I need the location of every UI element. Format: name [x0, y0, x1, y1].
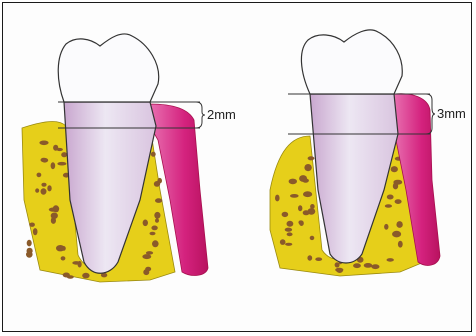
right-tooth-crown — [301, 30, 402, 94]
bone-pore — [27, 240, 32, 247]
bone-pore — [275, 195, 280, 202]
left-tooth-crown — [58, 34, 158, 102]
bone-pore — [287, 232, 293, 236]
bone-pore — [371, 264, 379, 269]
bone-pore — [41, 188, 47, 194]
bone-pore — [61, 152, 67, 157]
bone-pore — [310, 236, 315, 240]
bone-pore — [26, 251, 33, 257]
bone-pore — [51, 213, 58, 219]
bone-pore — [353, 263, 361, 268]
right-measurement-label: 3mm — [437, 106, 466, 121]
bone-pore — [155, 198, 162, 203]
bone-pore — [63, 273, 70, 278]
bone-pore — [395, 199, 402, 204]
left-tooth-diagram: 2mm — [22, 34, 236, 282]
bone-pore — [298, 205, 302, 211]
bone-pore — [307, 255, 312, 260]
bone-pore — [47, 185, 51, 191]
bone-pore — [151, 152, 156, 157]
bone-pore — [151, 226, 157, 231]
bone-pore — [299, 175, 307, 182]
bone-pore — [145, 267, 151, 272]
bone-pore — [78, 261, 82, 268]
bone-pore — [150, 232, 156, 235]
bone-pore — [41, 183, 46, 187]
bone-pore — [82, 273, 89, 279]
bone-pore — [391, 166, 398, 172]
bone-pore — [51, 162, 56, 169]
bone-pore — [143, 220, 148, 227]
bone-pore — [308, 208, 316, 215]
bone-pore — [396, 221, 402, 228]
bone-pore — [289, 179, 297, 185]
bone-pore — [308, 156, 315, 160]
bone-pore — [299, 220, 304, 226]
bone-pore — [39, 141, 48, 146]
bone-pore — [285, 243, 292, 246]
bone-pore — [154, 212, 160, 219]
bone-pore — [385, 204, 392, 208]
bone-pore — [33, 228, 38, 235]
right-tooth-diagram: 3mm — [270, 30, 466, 276]
bone-pore — [364, 263, 373, 268]
bone-pore — [29, 223, 35, 227]
bone-pore — [155, 218, 159, 222]
left-measurement-bracket — [196, 102, 205, 128]
bone-pore — [37, 173, 42, 178]
bone-pore — [287, 221, 294, 227]
bone-pore — [335, 262, 340, 267]
bone-pore — [142, 254, 151, 259]
bone-pore — [398, 241, 403, 248]
bone-pore — [392, 231, 401, 238]
bone-pore — [157, 178, 162, 184]
bone-pore — [387, 258, 394, 262]
bone-pore — [41, 158, 48, 163]
bone-pore — [57, 148, 63, 151]
bone-pore — [384, 224, 388, 230]
bone-pore — [56, 245, 65, 251]
bone-pore — [53, 205, 60, 212]
bone-pore — [285, 228, 292, 232]
bone-pore — [335, 268, 343, 272]
bone-pore — [304, 164, 311, 171]
bone-pore — [57, 162, 66, 166]
bone-pore — [35, 188, 39, 192]
bone-pore — [315, 257, 322, 261]
bone-pore — [152, 240, 159, 247]
bone-pore — [280, 239, 286, 245]
bone-pore — [393, 183, 398, 190]
bone-pore — [282, 212, 289, 217]
bone-pore — [303, 191, 312, 197]
bone-pore — [387, 195, 394, 200]
left-measurement-label: 2mm — [207, 107, 236, 122]
bone-pore — [290, 194, 299, 198]
bone-pore — [61, 256, 66, 260]
